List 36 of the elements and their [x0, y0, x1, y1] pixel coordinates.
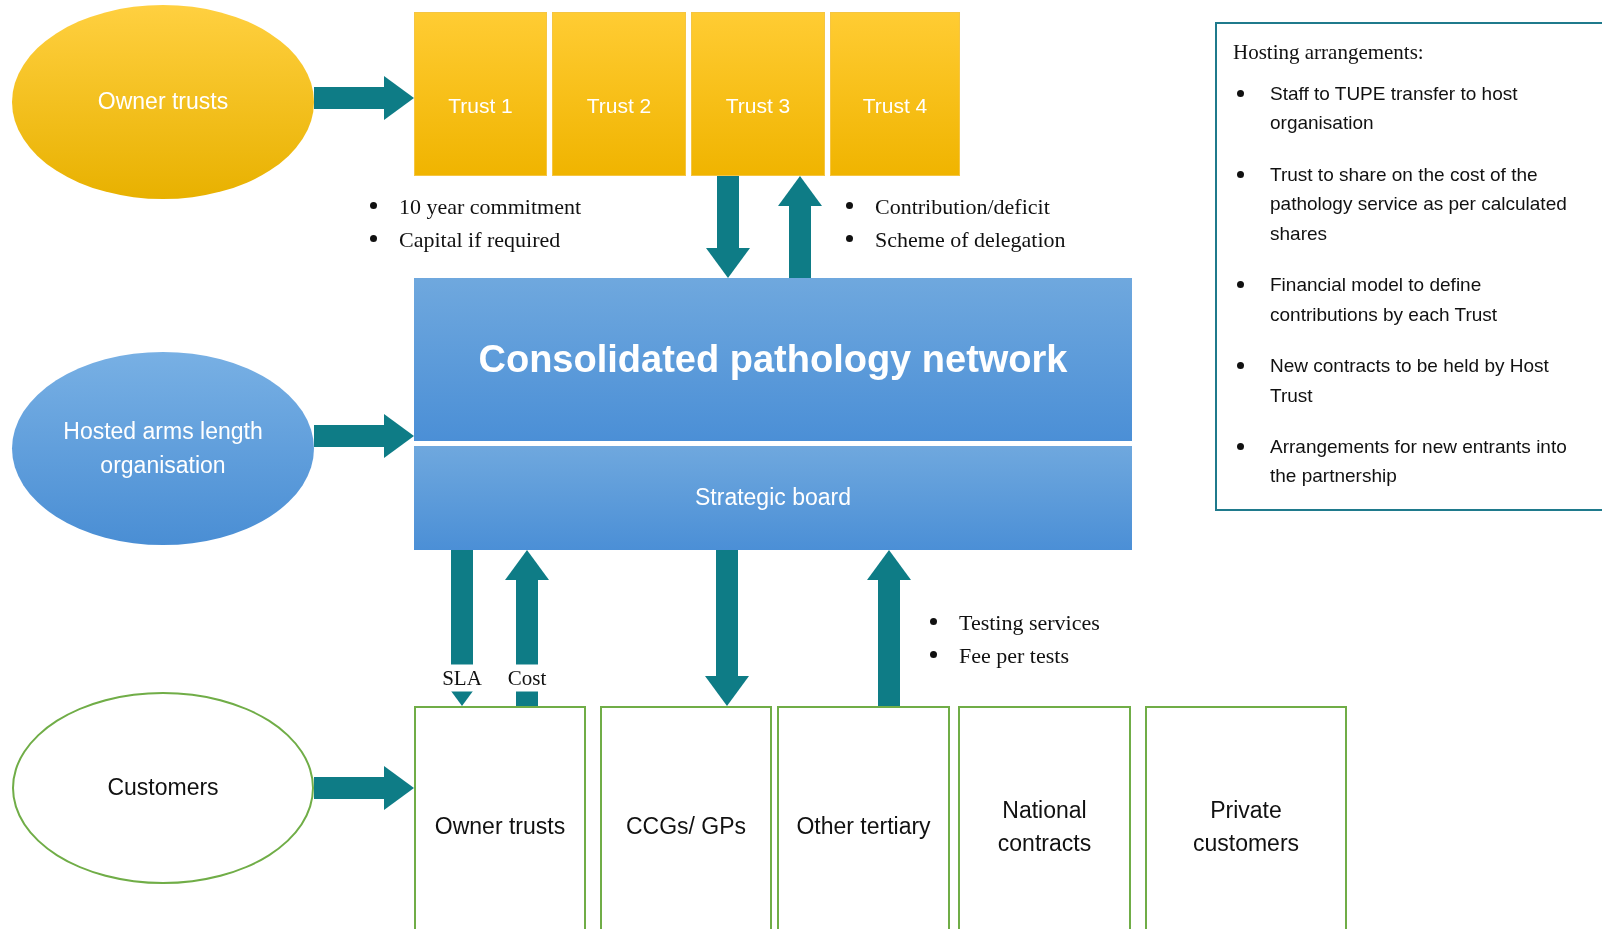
trust-box: Trust 1 — [414, 12, 547, 176]
bullet-text: Scheme of delegation — [875, 226, 1066, 254]
ellipse-node: Hosted arms length organisation — [12, 352, 314, 545]
customer-box: CCGs/ GPs — [600, 706, 772, 929]
block-arrow — [867, 550, 911, 706]
bullet-text: Trust to share on the cost of the pathology service as per calculated shares — [1270, 162, 1568, 246]
customer-box: Owner trusts — [414, 706, 586, 929]
trust-box: Trust 2 — [552, 12, 686, 176]
bullet-text: Capital if required — [399, 226, 561, 254]
block-arrow — [505, 550, 549, 706]
block-arrow — [705, 550, 749, 706]
block-arrow — [314, 76, 414, 120]
bullet-text: Testing services — [959, 609, 1100, 637]
info-panel — [1215, 22, 1602, 511]
block-arrow — [314, 766, 414, 810]
customer-box: National contracts — [958, 706, 1131, 929]
process-box: Strategic board — [414, 446, 1132, 550]
bullet-text: Arrangements for new entrants into the partnership — [1270, 434, 1568, 489]
customer-box: Private customers — [1145, 706, 1347, 929]
bullet-text: New contracts to be held by Host Trust — [1270, 354, 1550, 408]
process-box: Consolidated pathology network — [414, 278, 1132, 441]
trust-box: Trust 4 — [830, 12, 960, 176]
bullet-text: Staff to TUPE transfer to host organisation — [1270, 82, 1519, 136]
edge-label: SLA — [438, 664, 486, 692]
bullet-text: Fee per tests — [959, 642, 1069, 670]
block-arrow — [778, 176, 822, 278]
block-arrow — [314, 414, 414, 458]
ellipse-node: Owner trusts — [12, 5, 314, 199]
bullet-text: Contribution/deficit — [875, 193, 1050, 221]
customer-box: Other tertiary — [777, 706, 950, 929]
panel-heading: Hosting arrangements: — [1233, 40, 1425, 65]
bullet-text: Financial model to define contributions by each Trust — [1270, 273, 1499, 327]
block-arrow — [706, 176, 750, 278]
ellipse-node: Customers — [12, 692, 314, 884]
trust-box: Trust 3 — [691, 12, 825, 176]
bullet-text: 10 year commitment — [399, 193, 582, 221]
